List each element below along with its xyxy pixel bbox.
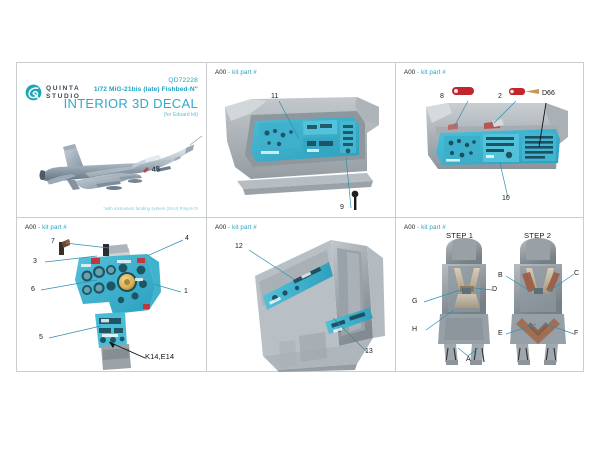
brand-name-line2: STUDIO <box>46 92 81 100</box>
instrument-panel-coaming-art <box>426 87 568 169</box>
seat-step-2 <box>510 238 566 365</box>
panel-header-bottom-middle: A00 - kit part # <box>215 224 257 231</box>
panel-title-block: QUINTA STUDIO QD72228 1/72 MiG-21bis (la… <box>17 63 206 217</box>
callout-d66: D66 <box>542 90 555 97</box>
mount-points <box>448 119 504 130</box>
callout-k14-e14: K14,E14 <box>145 352 175 361</box>
mig-21bis-side-profile: 48 <box>39 135 203 190</box>
panel-bottom-middle: A00 - kit part # <box>207 218 395 372</box>
panel-header-top-middle: A00 - kit part # <box>215 69 257 76</box>
leader-line-d66 <box>538 102 547 148</box>
step-1-label: STEP 1 <box>446 231 474 240</box>
panel-header-code: A00 <box>404 224 416 231</box>
panel-header-code: A00 <box>215 69 227 76</box>
main-instrument-panel-art <box>59 239 161 370</box>
callout-d: D <box>492 286 498 293</box>
scale-subject: 1/72 MiG-21bis (late) Fishbed-N" <box>93 86 198 93</box>
callout-3: 3 <box>33 258 37 265</box>
brand-name: QUINTA STUDIO <box>46 85 81 101</box>
leader-lines-top-middle <box>278 100 352 209</box>
title-footnote: *with instrument landing system (SAU) Po… <box>103 206 198 211</box>
panel-header-code: A00 <box>25 224 37 231</box>
callout-1: 1 <box>184 288 188 295</box>
panel-header-suffix: - kit part # <box>228 69 257 76</box>
part-8-icon <box>452 87 474 95</box>
callout-f: F <box>574 330 579 337</box>
panel-header-suffix: - kit part # <box>417 69 446 76</box>
callout-e: E <box>498 330 503 337</box>
callout-a: A <box>466 356 471 363</box>
panel-bottom-right: A00 - kit part # STEP 1 STEP 2 <box>396 218 585 372</box>
quinta-q-swirl-icon <box>25 84 42 101</box>
cockpit-tub-interior-art <box>255 240 385 372</box>
brand-name-line1: QUINTA <box>46 84 81 92</box>
callout-7: 7 <box>51 238 55 245</box>
step-2-label: STEP 2 <box>524 231 552 240</box>
leader-lines-bottom-middle <box>248 249 368 353</box>
leader-lines-bottom-right <box>423 273 575 357</box>
panel-header-bottom-left: A00 - kit part # <box>25 224 67 231</box>
callout-6: 6 <box>31 286 35 293</box>
leader-lines-top-right <box>453 100 517 199</box>
callout-h: H <box>412 326 418 333</box>
svg-text:48: 48 <box>151 164 160 174</box>
panel-header-suffix: - kit part # <box>417 224 446 231</box>
cockpit-tub-port-console-art <box>225 97 379 210</box>
callout-11: 11 <box>271 93 279 100</box>
callout-2: 2 <box>498 93 502 100</box>
panel-header-code: A00 <box>404 69 416 76</box>
title-text-block: QD72228 1/72 MiG-21bis (late) Fishbed-N"… <box>64 77 198 118</box>
callout-9: 9 <box>340 204 344 211</box>
callout-g: G <box>412 298 418 305</box>
seat-step-1 <box>438 238 490 365</box>
callout-13: 13 <box>365 348 373 355</box>
panel-bottom-left: A00 - kit part # <box>17 218 206 372</box>
grid-divider-horizontal <box>17 217 583 218</box>
quinta-studio-logo: QUINTA STUDIO <box>25 84 81 101</box>
panel-grid: QUINTA STUDIO QD72228 1/72 MiG-21bis (la… <box>16 62 584 372</box>
part-2-icon <box>509 88 539 95</box>
panel-header-bottom-right: A00 - kit part # <box>404 224 446 231</box>
callout-c: C <box>574 270 580 277</box>
callout-5: 5 <box>39 334 43 341</box>
page-title: INTERIOR 3D DECAL <box>63 96 198 111</box>
panel-top-right: A00 - kit part # <box>396 63 585 217</box>
panel-header-suffix: - kit part # <box>228 224 257 231</box>
for-kit-note: (for Eduard kit) <box>163 112 198 118</box>
panel-header-top-right: A00 - kit part # <box>404 69 446 76</box>
panel-top-middle: A00 - kit part # <box>207 63 395 217</box>
part-9-pin <box>351 190 359 210</box>
panel-header-code: A00 <box>215 224 227 231</box>
callout-b: B <box>498 272 503 279</box>
product-code: QD72228 <box>168 77 198 84</box>
callout-8: 8 <box>440 93 444 100</box>
leader-line-k14e14 <box>108 341 146 359</box>
panel-header-suffix: - kit part # <box>38 224 67 231</box>
callout-10: 10 <box>502 195 510 202</box>
leader-lines-bottom-left <box>40 239 184 339</box>
ejection-seat-km1-art <box>438 238 566 365</box>
callout-12: 12 <box>235 243 243 250</box>
callout-4: 4 <box>185 235 189 242</box>
